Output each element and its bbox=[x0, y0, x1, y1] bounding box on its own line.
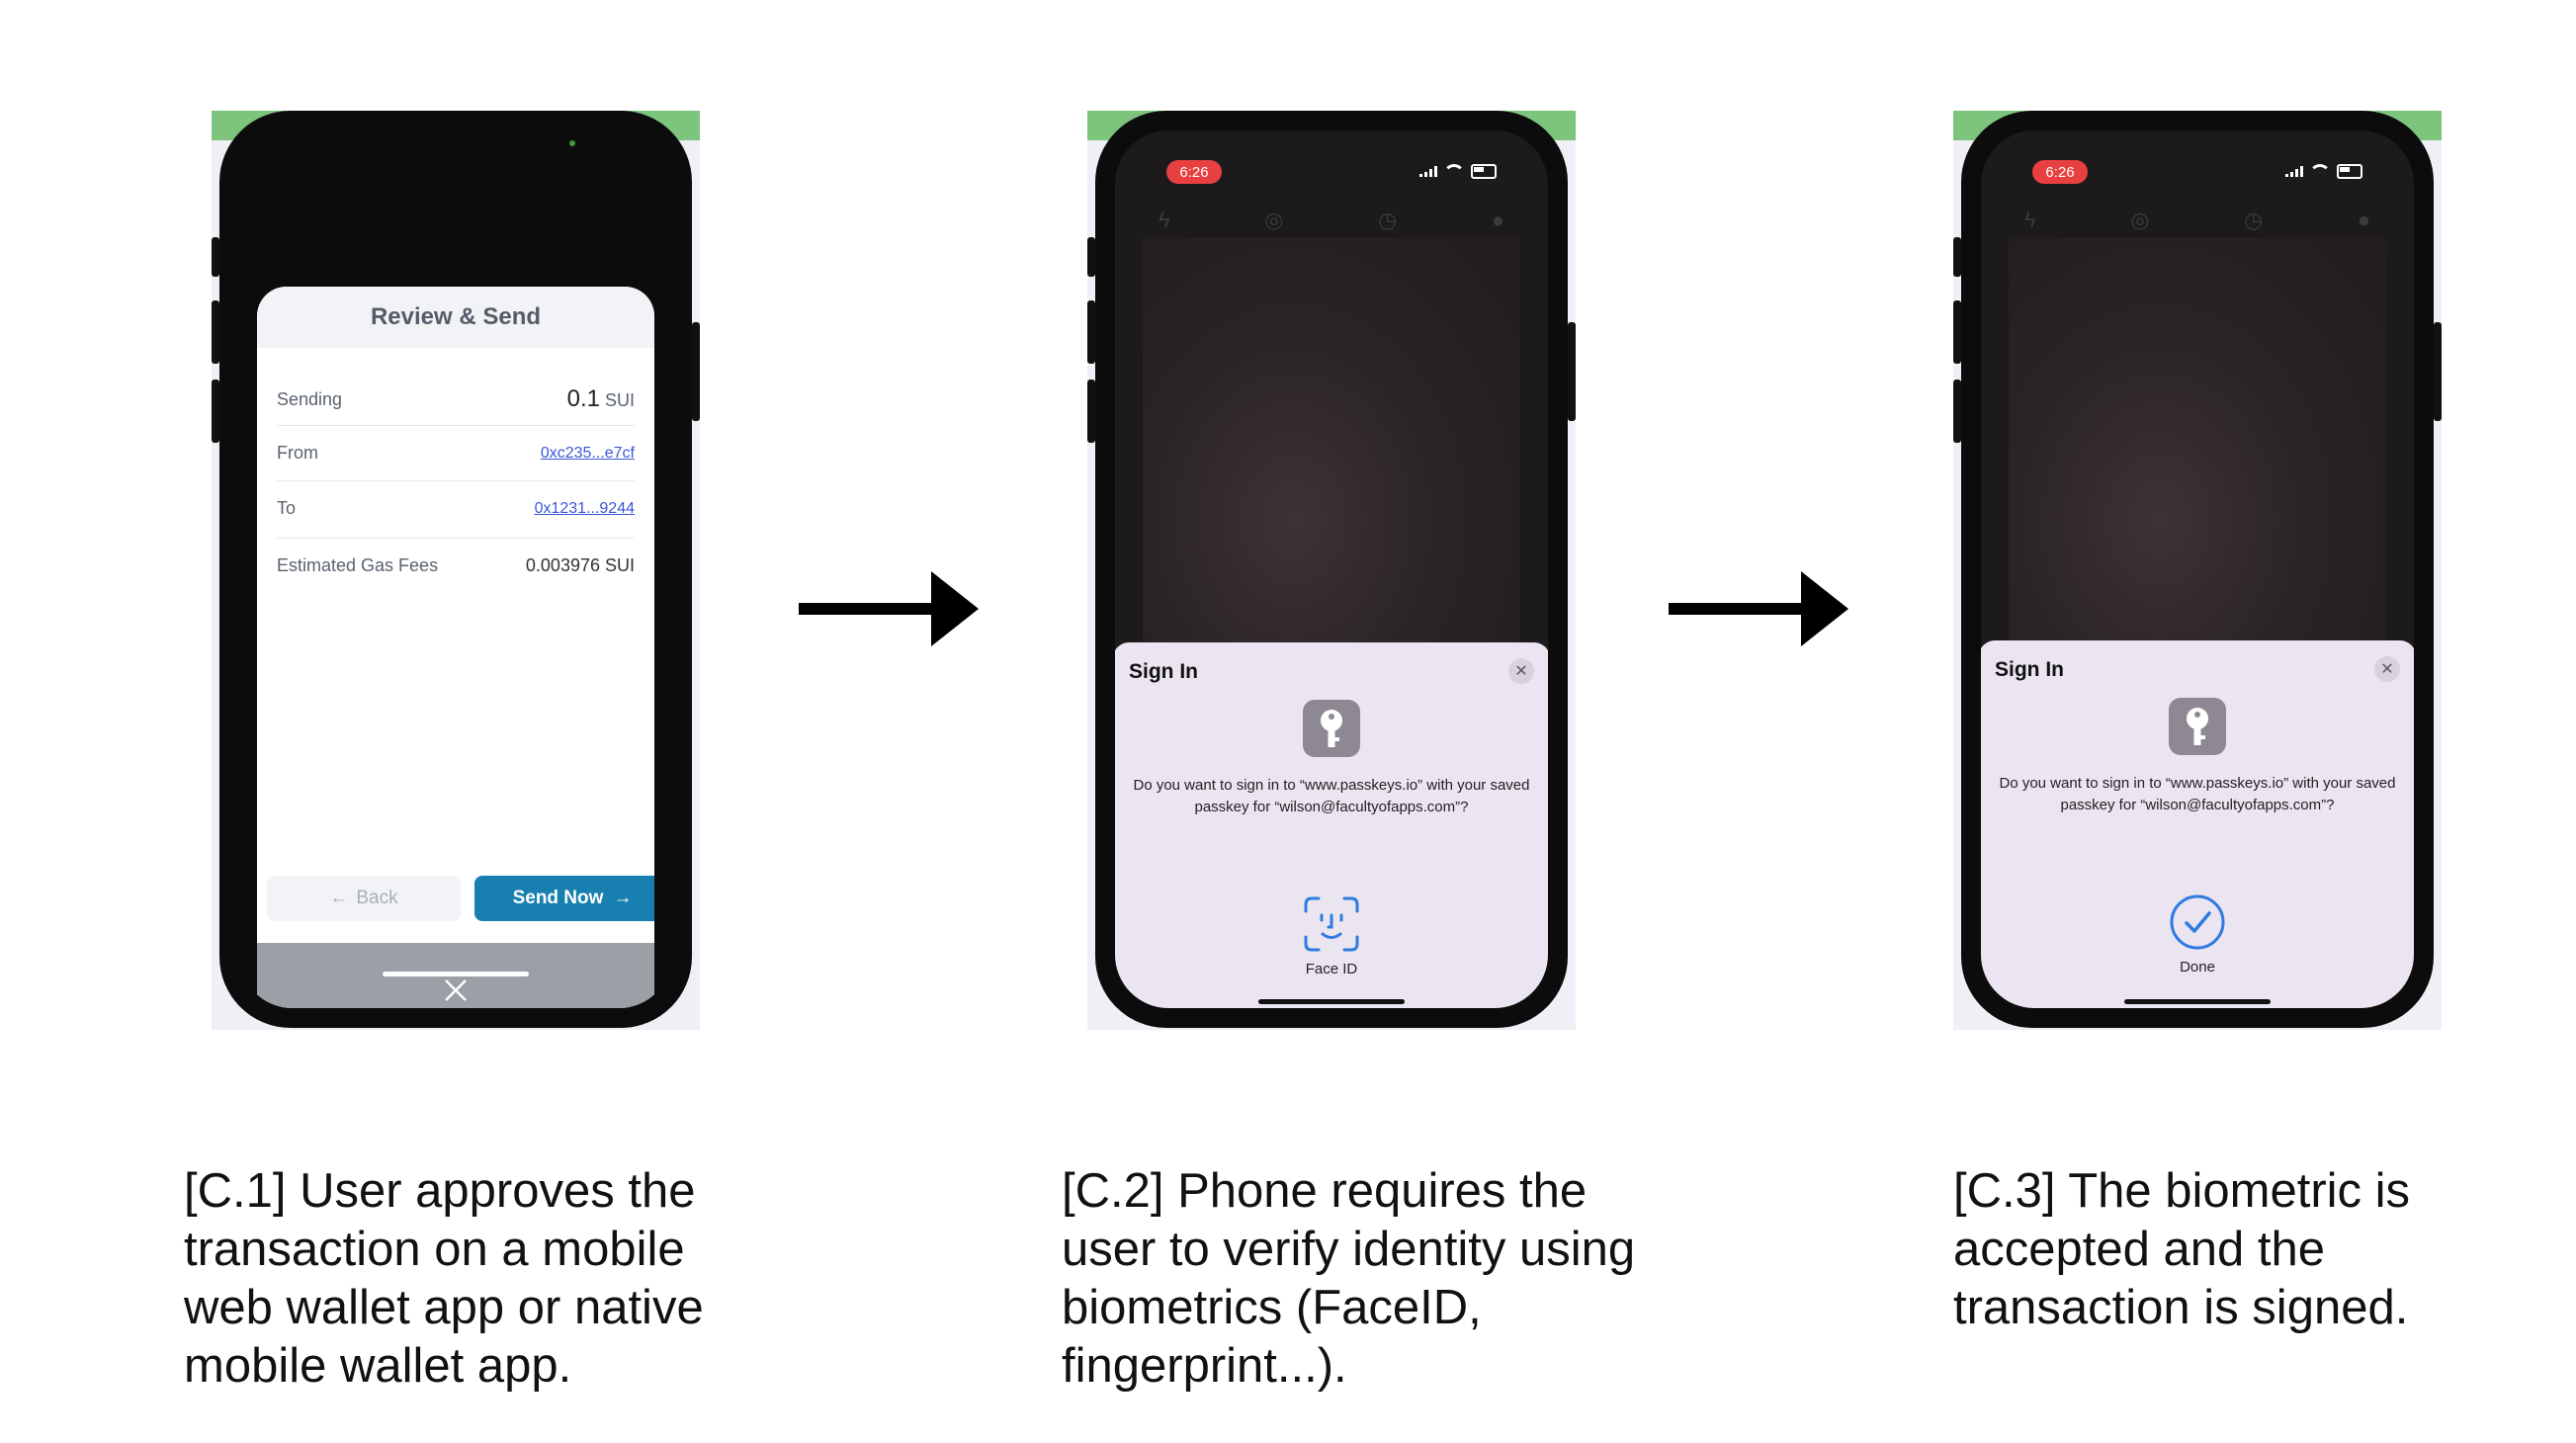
phone-body: 6:26 ϟ ◎ ◷ ● Sign In ✕ bbox=[1961, 111, 2434, 1028]
from-label: From bbox=[277, 443, 318, 463]
divider bbox=[277, 480, 635, 481]
send-now-label: Send Now bbox=[512, 888, 604, 908]
camera-dot bbox=[569, 140, 575, 146]
timer-icon: ◷ bbox=[2243, 208, 2264, 232]
side-button bbox=[212, 380, 219, 443]
flash-icon: ϟ bbox=[1159, 208, 1170, 232]
caption-c1: [C.1] User approves the transaction on a… bbox=[184, 1164, 704, 1393]
signal-icon bbox=[1419, 166, 1437, 177]
sheet-title: Review & Send bbox=[257, 287, 654, 348]
gas-value: 0.003976 SUI bbox=[525, 555, 635, 575]
done-label: Done bbox=[2180, 959, 2215, 976]
side-button bbox=[1087, 380, 1095, 443]
sign-in-sheet: Sign In ✕ Do you want to sign in to “www… bbox=[1115, 642, 1548, 1008]
phone-c3: 6:26 ϟ ◎ ◷ ● Sign In ✕ bbox=[1953, 111, 2442, 1030]
side-button bbox=[692, 322, 700, 421]
to-label: To bbox=[277, 498, 297, 518]
wifi-icon bbox=[2309, 164, 2331, 179]
home-indicator bbox=[1258, 999, 1405, 1004]
from-address-link[interactable]: 0xc235...e7cf bbox=[540, 444, 635, 462]
camera-controls: ϟ ◎ ◷ ● bbox=[1159, 208, 1504, 233]
side-button bbox=[2434, 322, 2442, 421]
home-indicator bbox=[383, 972, 529, 976]
from-row: From 0xc235...e7cf bbox=[277, 443, 635, 464]
arrow-right-icon bbox=[799, 571, 979, 646]
key-icon bbox=[1303, 700, 1360, 757]
home-indicator bbox=[2124, 999, 2271, 1004]
phone-body: 6:26 ϟ ◎ ◷ ● Sign In ✕ bbox=[1095, 111, 1568, 1028]
phone-c2: 6:26 ϟ ◎ ◷ ● Sign In ✕ bbox=[1087, 111, 1576, 1030]
battery-icon bbox=[2337, 164, 2362, 179]
sign-in-title: Sign In bbox=[1129, 660, 1198, 683]
phone-c1: Review & Send Sending 0.1 SUI From 0xc23… bbox=[212, 111, 700, 1030]
filter-icon: ● bbox=[1491, 208, 1504, 232]
back-button[interactable]: ← Back bbox=[267, 876, 461, 921]
side-button bbox=[1087, 300, 1095, 364]
gas-row: Estimated Gas Fees 0.003976 SUI bbox=[277, 555, 635, 576]
sign-in-title: Sign In bbox=[1995, 658, 2064, 681]
caption-c3: [C.3] The biometric is accepted and the … bbox=[1953, 1164, 2411, 1334]
sign-in-message: Do you want to sign in to “www.passkeys.… bbox=[1133, 777, 1530, 815]
status-time: 6:26 bbox=[1166, 160, 1222, 184]
flash-icon: ϟ bbox=[2024, 208, 2036, 232]
battery-icon bbox=[1471, 164, 1497, 179]
phone-screen: 6:26 ϟ ◎ ◷ ● Sign In ✕ bbox=[1981, 130, 2414, 1008]
divider bbox=[277, 425, 635, 426]
signal-icon bbox=[2285, 166, 2303, 177]
side-button bbox=[212, 237, 219, 277]
close-icon[interactable]: ✕ bbox=[2374, 656, 2400, 682]
face-id-icon bbox=[1304, 896, 1359, 952]
arrow-right-icon: → bbox=[613, 888, 633, 908]
key-icon bbox=[2169, 698, 2226, 755]
divider bbox=[277, 538, 635, 539]
sending-row: Sending 0.1 SUI bbox=[277, 385, 635, 413]
face-id-label: Face ID bbox=[1305, 961, 1358, 977]
checkmark-icon bbox=[2170, 894, 2225, 950]
sending-value: 0.1 SUI bbox=[567, 385, 635, 413]
status-icons bbox=[1419, 164, 1497, 179]
side-button bbox=[212, 300, 219, 364]
live-photo-icon: ◎ bbox=[1264, 208, 1284, 232]
close-icon[interactable] bbox=[443, 977, 469, 1003]
review-send-sheet: Review & Send Sending 0.1 SUI From 0xc23… bbox=[257, 287, 654, 1008]
send-now-button[interactable]: Send Now → bbox=[474, 876, 654, 921]
filter-icon: ● bbox=[2357, 208, 2370, 232]
sending-unit: SUI bbox=[604, 390, 635, 410]
side-button bbox=[1568, 322, 1576, 421]
caption-c2: [C.2] Phone requires the user to verify … bbox=[1062, 1164, 1636, 1393]
status-icons bbox=[2285, 164, 2362, 179]
phone-screen: 6:26 ϟ ◎ ◷ ● Sign In ✕ bbox=[1115, 130, 1548, 1008]
phone-screen: Review & Send Sending 0.1 SUI From 0xc23… bbox=[239, 130, 672, 1008]
side-button bbox=[1087, 237, 1095, 277]
gas-label: Estimated Gas Fees bbox=[277, 555, 439, 575]
back-button-label: Back bbox=[356, 888, 398, 908]
side-button bbox=[1953, 237, 1961, 277]
arrow-right-icon bbox=[1669, 571, 1848, 646]
side-button bbox=[1953, 300, 1961, 364]
timer-icon: ◷ bbox=[1377, 208, 1398, 232]
arrow-left-icon: ← bbox=[329, 888, 349, 908]
live-photo-icon: ◎ bbox=[2130, 208, 2150, 232]
close-icon[interactable]: ✕ bbox=[1508, 658, 1534, 684]
camera-controls: ϟ ◎ ◷ ● bbox=[2024, 208, 2370, 233]
sending-amount: 0.1 bbox=[566, 385, 600, 412]
status-time: 6:26 bbox=[2032, 160, 2088, 184]
side-button bbox=[1953, 380, 1961, 443]
sign-in-message: Do you want to sign in to “www.passkeys.… bbox=[1999, 775, 2396, 813]
to-address-link[interactable]: 0x1231...9244 bbox=[534, 499, 635, 517]
wifi-icon bbox=[1443, 164, 1465, 179]
to-row: To 0x1231...9244 bbox=[277, 498, 635, 519]
phone-body: Review & Send Sending 0.1 SUI From 0xc23… bbox=[219, 111, 692, 1028]
sending-label: Sending bbox=[277, 388, 343, 409]
sign-in-sheet: Sign In ✕ Do you want to sign in to “www… bbox=[1981, 640, 2414, 1008]
